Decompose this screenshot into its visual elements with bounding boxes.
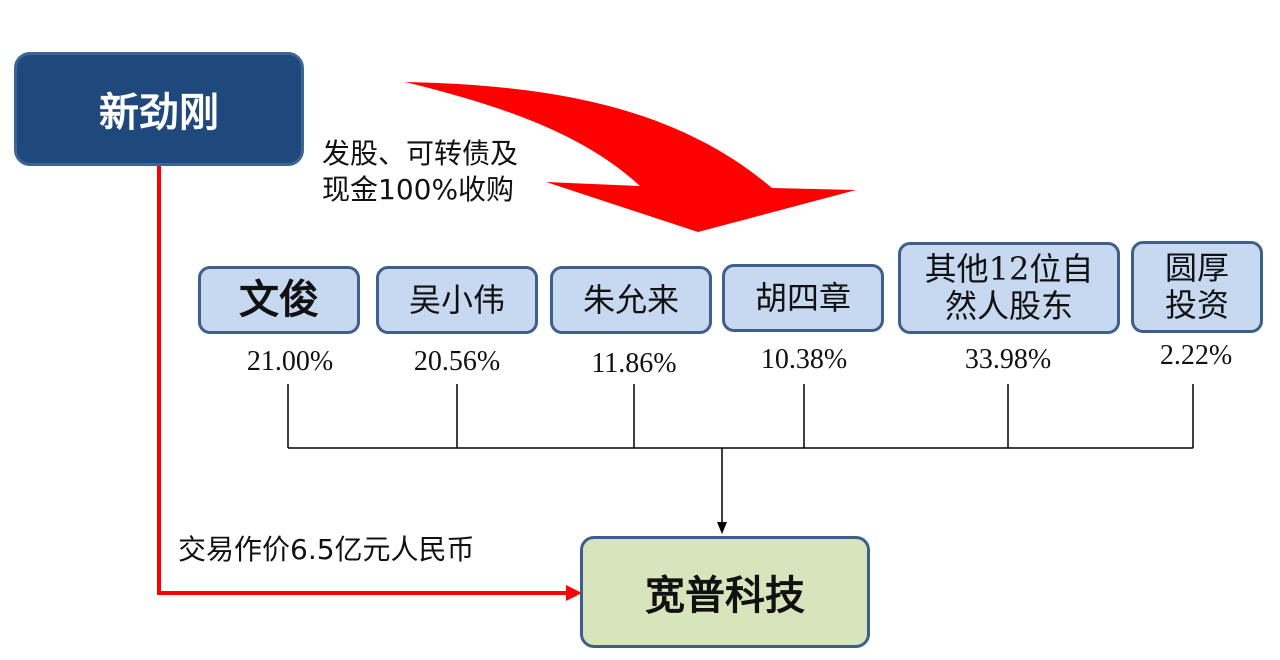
- price-connector-arrowhead: [566, 585, 582, 601]
- price-connector-line: [157, 166, 566, 595]
- shareholder-name-line2: 然人股东: [944, 287, 1073, 325]
- shareholder-box-others: 其他12位自 然人股东: [898, 242, 1120, 334]
- shareholder-name: 胡四章: [754, 278, 851, 317]
- bus-to-target-arrowhead: [717, 522, 727, 534]
- percent-yuanhou: 2.22%: [1159, 340, 1233, 371]
- shareholder-box-husizhang: 胡四章: [722, 264, 884, 332]
- percent-wuxiaowei: 20.56%: [413, 346, 501, 377]
- shareholder-name-line1: 其他12位自: [924, 250, 1094, 289]
- shareholder-name: 吴小伟: [408, 280, 505, 319]
- shareholder-name: 朱允来: [582, 280, 679, 319]
- price-note: 交易作价6.5亿元人民币: [178, 533, 475, 566]
- shareholder-name-line1: 圆厚: [1164, 249, 1229, 288]
- target-name: 宽普科技: [645, 572, 805, 619]
- percent-husizhang: 10.38%: [760, 344, 848, 375]
- shareholder-box-zhuyunlai: 朱允来: [550, 266, 712, 334]
- shareholder-box-wuxiaowei: 吴小伟: [376, 266, 538, 334]
- percent-zhuyunlai: 11.86%: [591, 348, 677, 379]
- acquisition-arrow: [405, 82, 856, 232]
- shareholder-box-yuanhou: 圆厚 投资: [1131, 241, 1263, 333]
- shareholder-box-wenjun: 文俊: [198, 266, 360, 334]
- target-box: 宽普科技: [580, 536, 870, 648]
- percent-wenjun: 21.00%: [246, 346, 334, 377]
- percent-others: 33.98%: [964, 344, 1052, 375]
- acquisition-note: 发股、可转债及 现金100%收购: [322, 136, 518, 209]
- shareholder-name: 文俊: [239, 276, 319, 323]
- acquisition-note-line1: 发股、可转债及: [322, 137, 519, 170]
- shareholder-name-line2: 投资: [1164, 286, 1229, 324]
- acquirer-name: 新劲刚: [99, 89, 219, 136]
- acquirer-box: 新劲刚: [14, 52, 304, 166]
- acquisition-note-line2: 现金100%收购: [322, 173, 515, 207]
